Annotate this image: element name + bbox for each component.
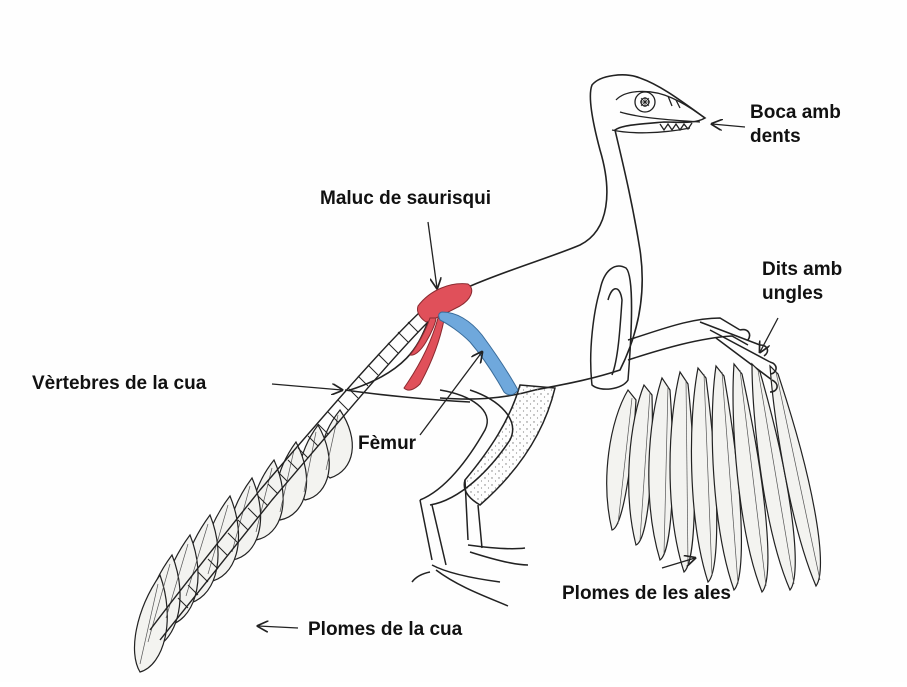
- hip-arrow: [428, 222, 437, 288]
- label-mouth-line2: dents: [750, 125, 841, 149]
- label-mouth: Boca amb dents: [750, 101, 841, 149]
- mouth-arrow: [712, 124, 745, 127]
- femur-bone: [439, 312, 518, 395]
- label-tail-vertebrae: Vèrtebres de la cua: [32, 372, 206, 396]
- label-fingers: Dits amb ungles: [762, 258, 842, 306]
- label-fingers-line2: ungles: [762, 282, 842, 306]
- label-femur: Fèmur: [358, 432, 416, 456]
- label-fingers-line1: Dits amb: [762, 258, 842, 282]
- wing-feathers-arrow: [662, 558, 695, 568]
- label-mouth-line1: Boca amb: [750, 101, 841, 125]
- label-hip: Maluc de saurisqui: [320, 187, 491, 211]
- fingers-arrow: [760, 318, 778, 352]
- label-wing-feathers: Plomes de les ales: [562, 582, 731, 606]
- wing-feathers: [607, 364, 821, 592]
- tail-feathers-arrow: [258, 626, 298, 628]
- leg: [412, 385, 555, 606]
- label-tail-feathers: Plomes de la cua: [308, 618, 462, 642]
- tail-vertebrae-arrow: [272, 384, 342, 390]
